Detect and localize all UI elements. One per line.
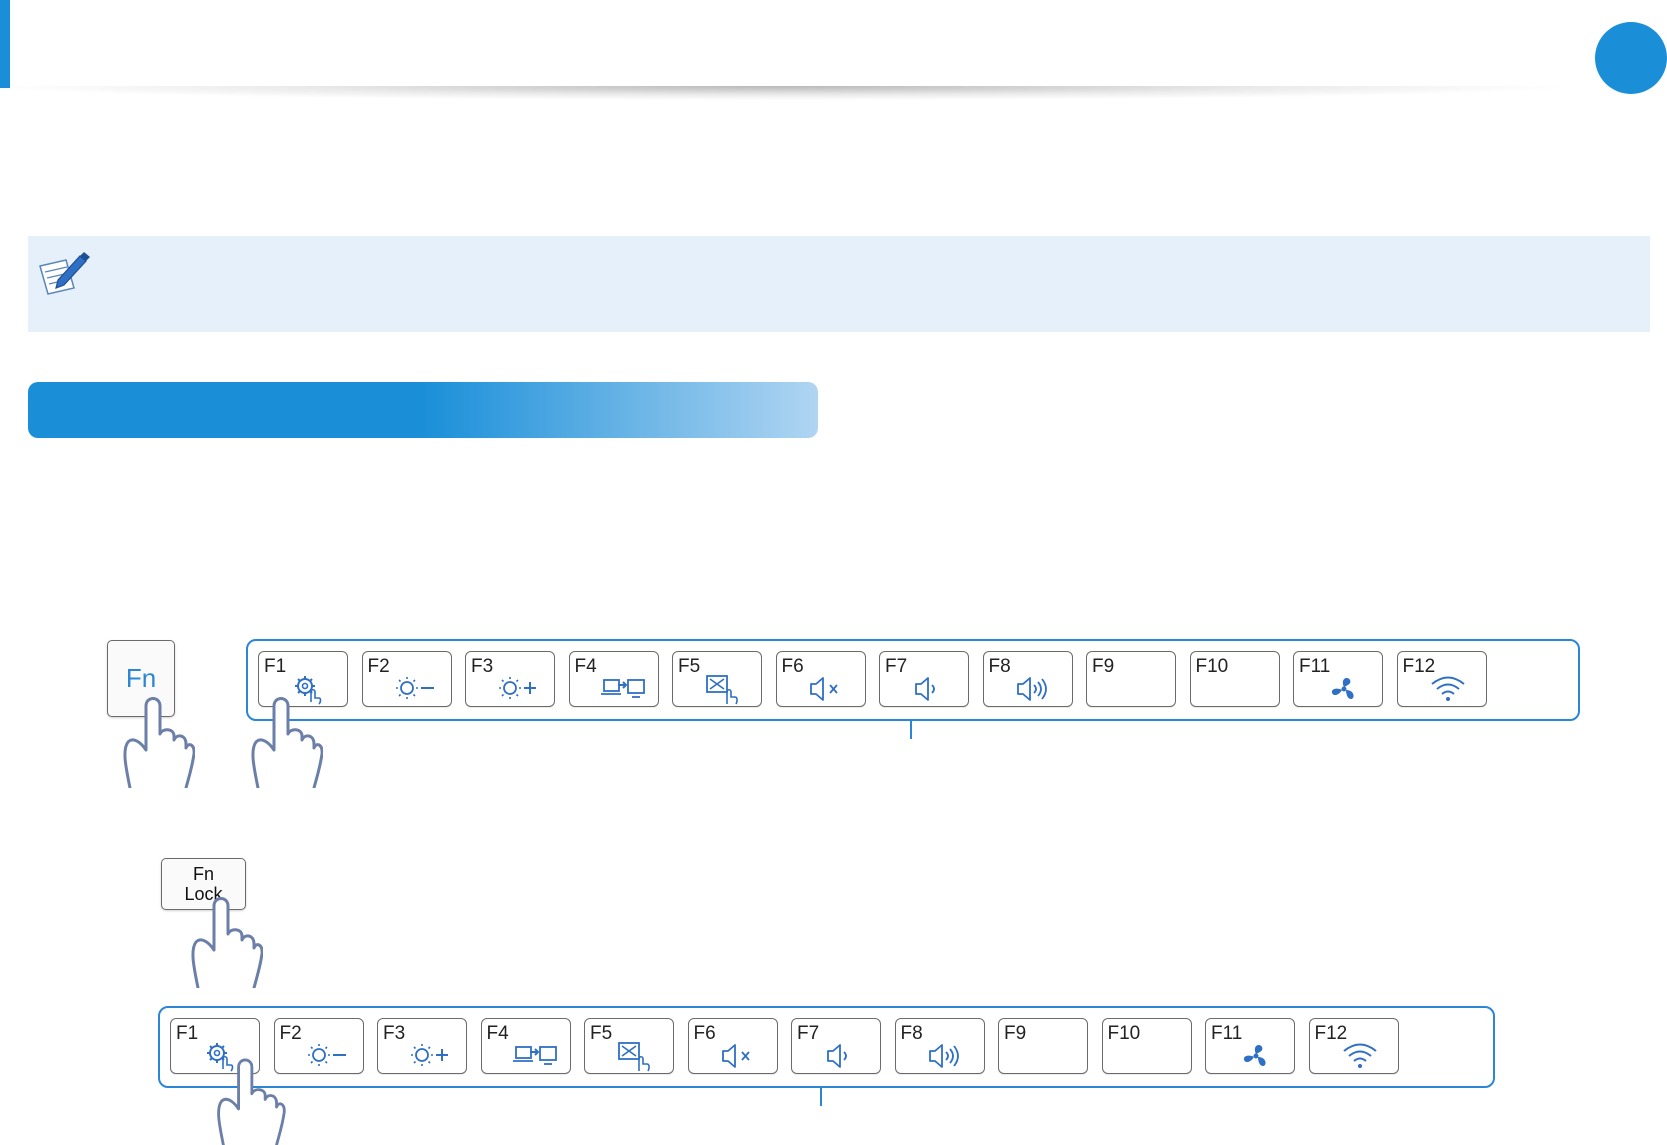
- fan-icon: [1234, 1039, 1292, 1073]
- hand-pressing-f1-bottom-icon: [217, 1058, 286, 1145]
- fkey-label: F2: [279, 1023, 302, 1044]
- fkey-label: F6: [693, 1023, 716, 1044]
- header-accent-bar: [0, 0, 10, 88]
- touchpad-off-icon: [613, 1039, 671, 1073]
- top-row-key-f8: F8: [982, 651, 1073, 707]
- fan-icon: [1322, 672, 1380, 706]
- fn-key: Fn: [107, 640, 175, 717]
- hand-pressing-f1-top-icon: [251, 697, 323, 788]
- fkey-label: F7: [885, 656, 908, 677]
- header-divider: [0, 86, 1560, 100]
- fkey-label: F4: [486, 1023, 509, 1044]
- bottom-row-key-f7: F7: [791, 1018, 881, 1074]
- display-switch-icon: [510, 1039, 568, 1073]
- top-row-key-f11: F11: [1293, 651, 1383, 707]
- wifi-icon: [1338, 1039, 1396, 1073]
- touchpad-off-icon: [701, 672, 759, 706]
- fkey-label: F9: [1004, 1023, 1027, 1044]
- top-row-key-f1: F1: [258, 651, 348, 707]
- bottom-row-key-f9: F9: [998, 1018, 1088, 1074]
- hand-pressing-fn-icon: [123, 697, 195, 788]
- volume-down-icon: [820, 1039, 878, 1073]
- top-row-key-f12: F12: [1396, 651, 1487, 707]
- fkey-label: F3: [471, 656, 494, 677]
- note-box: [28, 236, 1650, 332]
- volume-up-icon: [924, 1039, 982, 1073]
- fn-key-label: Fn: [125, 663, 157, 693]
- fkey-label: F8: [988, 656, 1011, 677]
- fkey-label: F1: [264, 656, 287, 677]
- fkey-label: F1: [176, 1023, 199, 1044]
- brightness-down-icon: [303, 1039, 361, 1073]
- fkey-label: F4: [574, 656, 597, 677]
- bottom-row-key-f10: F10: [1101, 1018, 1192, 1074]
- fkey-label: F8: [900, 1023, 923, 1044]
- top-row-key-f5: F5: [672, 651, 762, 707]
- brightness-down-icon: [391, 672, 449, 706]
- fkey-label: F5: [678, 656, 701, 677]
- fkey-label: F11: [1211, 1023, 1243, 1044]
- top-row-key-f6: F6: [775, 651, 866, 707]
- function-key-row-top: F1 F2 F3 F4 F5 F6 F7 F8 F9 F10 F11 F12: [246, 639, 1580, 721]
- fn-lock-key-line2: Lock: [184, 884, 223, 904]
- display-switch-icon: [598, 672, 656, 706]
- volume-down-icon: [908, 672, 966, 706]
- bottom-row-key-f6: F6: [687, 1018, 778, 1074]
- page-number-badge: [1595, 22, 1667, 94]
- fkey-label: F7: [797, 1023, 820, 1044]
- volume-up-icon: [1012, 672, 1070, 706]
- top-row-key-f7: F7: [879, 651, 969, 707]
- fkey-label: F3: [383, 1023, 406, 1044]
- hand-pressing-fn-lock-icon: [191, 897, 263, 988]
- fkey-label: F2: [367, 656, 390, 677]
- bottom-row-key-f12: F12: [1308, 1018, 1399, 1074]
- bottom-row-key-f5: F5: [584, 1018, 674, 1074]
- bottom-row-key-f8: F8: [894, 1018, 985, 1074]
- mute-icon: [805, 672, 863, 706]
- function-key-row-bottom: F1 F2 F3 F4 F5 F6 F7 F8 F9 F10 F11 F12: [158, 1006, 1495, 1088]
- note-pencil-icon: [39, 252, 90, 295]
- settings-touch-icon: [287, 672, 345, 706]
- function-key-row-top-pointer: [910, 721, 912, 739]
- fkey-label: F11: [1299, 656, 1331, 677]
- bottom-row-key-f11: F11: [1205, 1018, 1295, 1074]
- top-row-key-f2: F2: [361, 651, 452, 707]
- fkey-label: F10: [1195, 656, 1229, 677]
- fkey-label: F9: [1092, 656, 1115, 677]
- top-row-key-f10: F10: [1189, 651, 1280, 707]
- bottom-row-key-f4: F4: [480, 1018, 571, 1074]
- bottom-row-key-f3: F3: [377, 1018, 467, 1074]
- settings-touch-icon: [199, 1039, 257, 1073]
- top-row-key-f4: F4: [568, 651, 659, 707]
- top-row-key-f9: F9: [1086, 651, 1176, 707]
- fn-lock-key: Fn Lock: [161, 858, 246, 910]
- bottom-row-key-f2: F2: [273, 1018, 364, 1074]
- wifi-icon: [1426, 672, 1484, 706]
- top-row-key-f3: F3: [465, 651, 555, 707]
- fkey-label: F5: [590, 1023, 613, 1044]
- brightness-up-icon: [406, 1039, 464, 1073]
- section-title-bar: [28, 382, 818, 438]
- function-key-row-bottom-pointer: [820, 1088, 822, 1106]
- fkey-label: F6: [781, 656, 804, 677]
- brightness-up-icon: [494, 672, 552, 706]
- mute-icon: [717, 1039, 775, 1073]
- fn-lock-key-line1: Fn: [192, 864, 214, 884]
- fkey-label: F12: [1314, 1023, 1348, 1044]
- fkey-label: F10: [1107, 1023, 1141, 1044]
- fkey-label: F12: [1402, 656, 1436, 677]
